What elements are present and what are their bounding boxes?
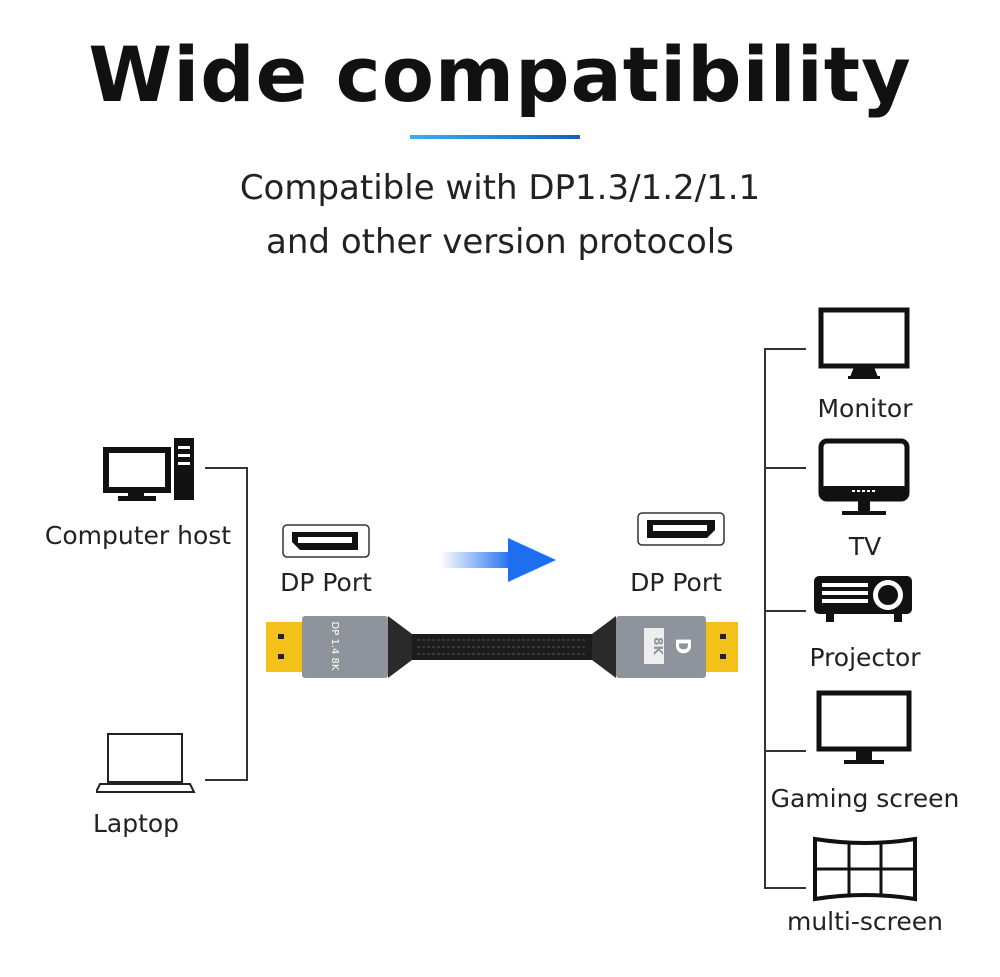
- subtitle-line-2: and other version protocols: [266, 222, 734, 262]
- source-label-computer-host: Computer host: [44, 521, 232, 550]
- connector-line: [764, 348, 806, 350]
- display-label-gaming-screen: Gaming screen: [770, 784, 960, 813]
- arrow-right-icon: [440, 538, 556, 582]
- title-underline: [410, 135, 580, 139]
- connector-line: [205, 779, 248, 781]
- desktop-computer-icon: [103, 438, 194, 501]
- cable-badge: 8K: [651, 637, 665, 655]
- monitor-icon: [818, 307, 910, 379]
- connector-line: [764, 467, 806, 469]
- connector-line: [764, 348, 766, 889]
- connector-line: [764, 887, 806, 889]
- multi-screen-icon: [813, 836, 917, 902]
- display-label-projector: Projector: [809, 643, 921, 672]
- projector-icon: [814, 576, 912, 622]
- tv-icon: [818, 438, 910, 515]
- cable-text: DP 1.4 8K: [329, 622, 340, 671]
- connector-line: [246, 467, 248, 781]
- connector-line: [764, 610, 806, 612]
- subtitle-line-1: Compatible with DP1.3/1.2/1.1: [239, 168, 761, 208]
- display-label-multi-screen: multi-screen: [786, 907, 944, 936]
- cable-logo: D: [671, 638, 695, 655]
- display-label-monitor: Monitor: [817, 394, 913, 423]
- port-label-right: DP Port: [630, 568, 722, 597]
- connector-line: [764, 750, 806, 752]
- source-label-laptop: Laptop: [92, 809, 180, 838]
- port-label-left: DP Port: [280, 568, 372, 597]
- connector-line: [205, 467, 248, 469]
- dp-port-icon: [637, 512, 725, 546]
- page-title: Wide compatibility: [88, 30, 912, 119]
- display-label-tv: TV: [848, 532, 882, 561]
- gaming-screen-icon: [816, 690, 912, 764]
- laptop-icon: [96, 733, 196, 793]
- dp-cable-image: 8K D DP 1.4 8K: [266, 616, 738, 678]
- dp-port-icon: [282, 524, 370, 558]
